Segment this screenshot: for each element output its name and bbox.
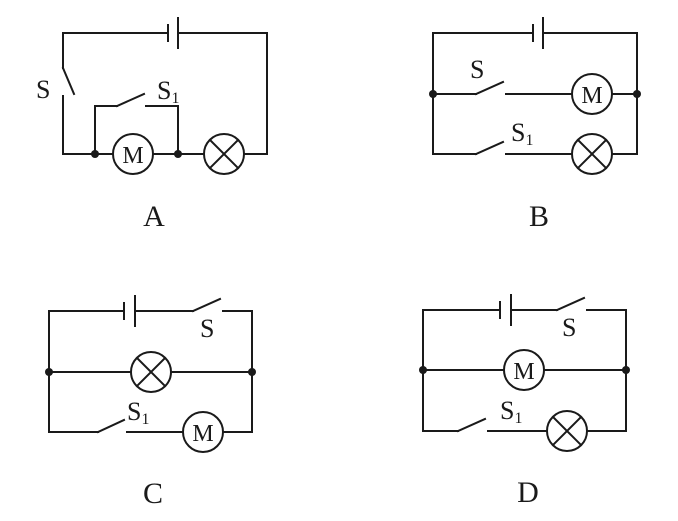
motor-label: M [581, 83, 602, 109]
circuit-c: M S S1 C [45, 295, 256, 510]
switch-s1-blade[interactable] [456, 417, 487, 433]
lamp-cross [551, 415, 583, 447]
motor-label: M [122, 143, 143, 169]
switch-s-label: S [36, 75, 50, 104]
option-label-a: A [143, 200, 165, 233]
junction-dot [45, 368, 53, 376]
switch-s-label: S [200, 314, 214, 343]
option-label-b: B [529, 200, 549, 233]
switch-s-blade[interactable] [61, 66, 76, 96]
junction-dot [419, 366, 427, 374]
junction-dot [429, 90, 437, 98]
circuit-a: M S S1 A [36, 17, 268, 233]
junction-dot [622, 366, 630, 374]
junction-dot [174, 150, 182, 158]
switch-s-blade[interactable] [555, 296, 586, 312]
motor-label: M [513, 359, 534, 385]
option-label-d: D [517, 476, 539, 509]
lamp-cross [208, 138, 240, 170]
switch-s-blade[interactable] [474, 80, 505, 96]
switch-s1-label: S1 [500, 396, 522, 427]
junction-dot [633, 90, 641, 98]
option-label-c: C [143, 477, 163, 510]
lamp-cross [135, 356, 167, 388]
motor-label: M [192, 421, 213, 447]
switch-s-blade[interactable] [191, 297, 222, 313]
lamp-cross [576, 138, 608, 170]
switch-s1-label: S1 [157, 76, 179, 107]
circuit-b: M S S1 B [429, 17, 641, 233]
switch-s1-blade[interactable] [115, 92, 146, 108]
switch-s1-label: S1 [511, 118, 533, 149]
switch-s1-blade[interactable] [474, 140, 505, 156]
switch-s1-blade[interactable] [96, 418, 126, 434]
switch-s-label: S [470, 55, 484, 84]
circuit-d: M S S1 D [419, 294, 630, 509]
switch-s1-label: S1 [127, 397, 149, 428]
junction-dot [91, 150, 99, 158]
junction-dot [248, 368, 256, 376]
switch-s-label: S [562, 313, 576, 342]
